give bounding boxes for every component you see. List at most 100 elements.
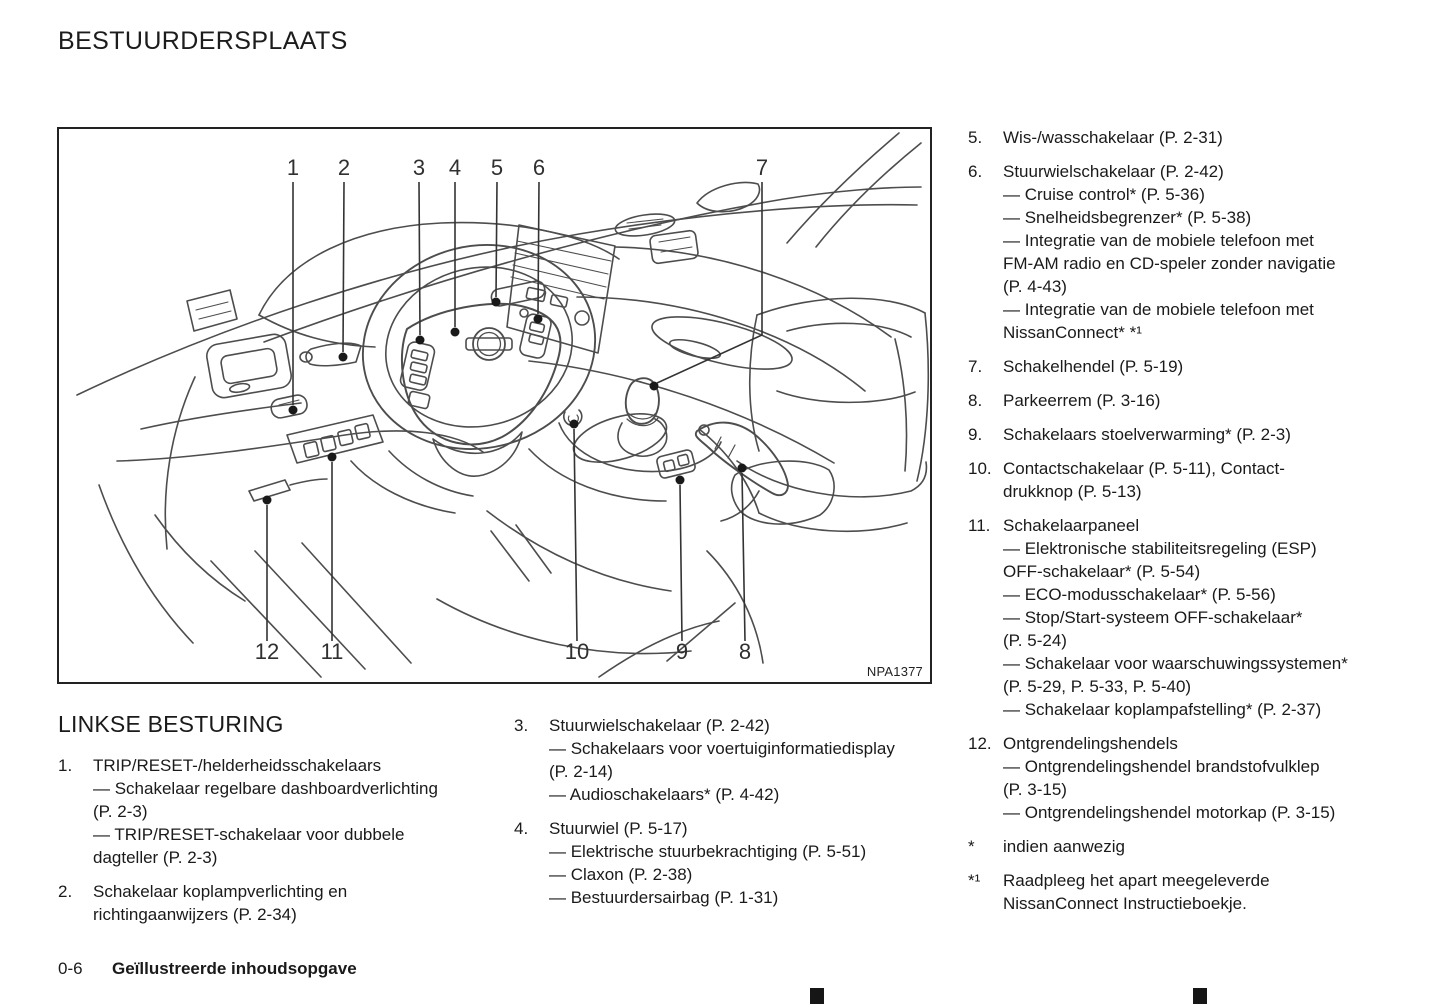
item-number: 4. [514,819,529,838]
callout-leader-line [342,181,345,353]
item-number: 3. [514,716,529,735]
item-line: Ontgrendelingshendels [1003,734,1178,753]
item-line: (P. 2-3) [93,802,148,821]
item-line: — Claxon (P. 2-38) [549,865,693,884]
item-line: Schakelhendel (P. 5-19) [1003,357,1184,376]
item-line: indien aanwezig [1003,837,1125,856]
item-line: — ECO-modusschakelaar* (P. 5-56) [1003,585,1276,604]
airbag-pad [400,302,562,446]
item-line: — Audioschakelaars* (P. 4-42) [549,785,780,804]
shift-boot [617,418,668,457]
callout-number: 6 [533,155,545,180]
column-middle: 3.Stuurwielschakelaar (P. 2-42)— Schakel… [514,714,954,920]
seat-heater-switches [656,449,696,479]
armrest [730,460,835,525]
item-line: Stuurwielschakelaar (P. 2-42) [1003,162,1224,181]
footer-section-title: Geïllustreerde inhoudsopgave [112,959,357,978]
item-list: 3.Stuurwielschakelaar (P. 2-42)— Schakel… [514,714,954,909]
item-line: NissanConnect Instructieboekje. [1003,894,1247,913]
list-item: 7.Schakelhendel (P. 5-19) [968,355,1440,378]
item-number: 6. [968,162,983,181]
wiper-stalk [490,280,546,307]
callout-dot [491,297,501,307]
print-registration-mark [1193,988,1207,1004]
item-line: — Schakelaar regelbare dashboardverlicht… [93,779,438,798]
item-number: 8. [968,391,983,410]
item-number: *¹ [968,871,981,890]
figure-code: NPA1377 [866,664,923,679]
callout-number: 3 [413,155,425,180]
item-line: Raadpleeg het apart meegeleverde [1003,871,1270,890]
release-handle [248,479,291,502]
left-trim-panel [206,333,292,399]
center-stack [506,224,616,354]
page-title: BESTUURDERSPLAATS [58,27,348,55]
audio-knob [574,310,590,326]
item-line: Stuurwiel (P. 5-17) [549,819,688,838]
item-line: drukknop (P. 5-13) [1003,482,1142,501]
callout-dot [737,463,747,473]
door-edge [894,338,908,472]
dash-speaker [614,213,676,237]
item-line: Schakelaar koplampverlichting en [93,882,348,901]
item-line: — Stop/Start-systeem OFF-schakelaar* [1003,608,1303,627]
item-line: — Integratie van de mobiele telefoon met [1003,300,1314,319]
a-pillar-inner [786,132,900,244]
callout-leader-line [537,181,540,315]
callout-number: 8 [739,639,751,664]
item-line: dagteller (P. 2-3) [93,848,218,867]
item-number: 11. [968,516,991,535]
list-item: 6. Stuurwielschakelaar (P. 2-42) — Cruise … [968,160,1440,344]
column-left: LINKSE BESTURING 1.TRIP/RESET-/helderhei… [58,710,503,937]
item-line: — Schakelaar koplampafstelling* (P. 2-37… [1003,700,1322,719]
turn-signal-stalk [305,342,362,367]
column-right: 5.Wis-/wasschakelaar (P. 2-31) 6. Stuurwie… [968,126,1440,926]
callout-dot [569,419,579,429]
item-line: (P. 5-29, P. 5-33, P. 5-40) [1003,677,1192,696]
item-line: Contactschakelaar (P. 5-11), Contact- [1003,459,1285,478]
list-item: 9.Schakelaars stoelverwarming* (P. 2-3) [968,423,1440,446]
instrument-hood [258,221,620,316]
dash-top-edge [76,203,918,396]
footer-page-number: 0-6 [58,959,83,978]
item-line: NissanConnect* *¹ [1003,323,1142,342]
item-line: richtingaanwijzers (P. 2-34) [93,905,297,924]
windshield-base [263,186,922,343]
callout-number: 12 [255,639,279,664]
list-item: 10. Contactschakelaar (P. 5-11), Contact-… [968,457,1440,503]
callout-leader-line [495,181,498,298]
a-pillar-outer [815,142,922,248]
item-number: 10. [968,459,992,478]
section-heading: LINKSE BESTURING [58,711,284,737]
item-line: OFF-schakelaar* (P. 5-54) [1003,562,1201,581]
list-item: 8.Parkeerrem (P. 3-16) [968,389,1440,412]
parking-brake-lever [694,421,789,497]
item-line: — Snelheidsbegrenzer* (P. 5-38) [1003,208,1252,227]
callout-number: 10 [565,639,589,664]
item-number: 2. [58,882,73,901]
item-line: TRIP/RESET-/helderheidsschakelaars [93,756,382,775]
list-item: 5.Wis-/wasschakelaar (P. 2-31) [968,126,1440,149]
item-line: (P. 5-24) [1003,631,1067,650]
callout-leader-line [679,484,683,642]
item-line: — Integratie van de mobiele telefoon met [1003,231,1314,250]
callout-dot [415,335,425,345]
callout-dot [675,475,685,485]
item-line: — Cruise control* (P. 5-36) [1003,185,1205,204]
list-item: 2. Schakelaar koplampverlichting en richti… [58,880,503,926]
callout-dot [533,314,543,324]
item-line: (P. 2-14) [549,762,613,781]
item-number: * [968,837,975,856]
item-line: — Elektronische stabiliteitsregeling (ES… [1003,539,1317,558]
item-number: 12. [968,734,992,753]
side-vent-right [649,229,699,265]
item-line: — Elektrische stuurbekrachtiging (P. 5-5… [549,842,867,861]
left-vent [186,289,238,332]
seat-cushion [736,460,928,498]
callout-leader-line [656,182,763,384]
item-line: — Schakelaar voor waarschuwingssystemen* [1003,654,1348,673]
item-line: FM-AM radio en CD-speler zonder navigati… [1003,254,1336,273]
